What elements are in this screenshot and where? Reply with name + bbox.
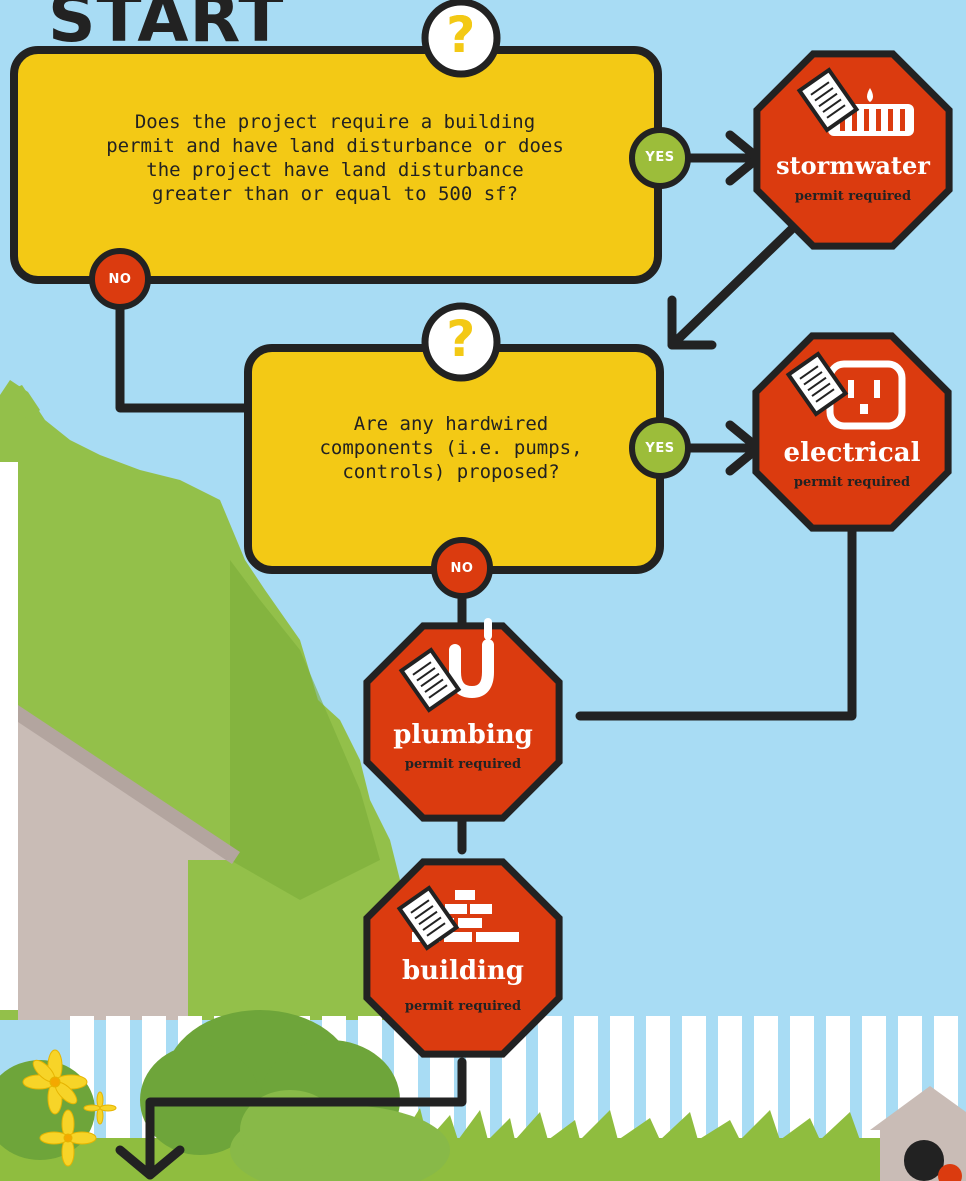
yes-label: YES xyxy=(645,150,675,165)
flow-lines xyxy=(115,130,857,1180)
tree-foliage-dark xyxy=(230,560,380,900)
no-badge-2 xyxy=(431,537,493,599)
building-title: building xyxy=(402,956,524,986)
document-icon xyxy=(796,67,860,133)
bush-light xyxy=(230,1090,450,1181)
question-1-text: Does the project require a building perm… xyxy=(106,111,564,206)
electrical-title: electrical xyxy=(783,438,921,468)
pipe-icon xyxy=(449,618,494,699)
dog-house xyxy=(870,1086,966,1181)
question-mark: ? xyxy=(446,6,476,64)
yes-label: YES xyxy=(645,441,675,456)
no-label: NO xyxy=(450,561,474,576)
document-icon xyxy=(396,885,460,951)
building-subtitle: permit required xyxy=(404,999,522,1014)
yes-badge-1 xyxy=(629,127,691,189)
electrical-subtitle: permit required xyxy=(793,475,911,490)
fence-picket xyxy=(574,1016,598,1146)
start-title: START xyxy=(48,0,285,57)
question-mark-icon xyxy=(421,302,501,382)
stormwater-subtitle: permit required xyxy=(794,189,912,204)
grass-ground xyxy=(0,1138,966,1181)
fence-picket xyxy=(106,1016,130,1146)
fence-picket xyxy=(610,1016,634,1146)
document-icon xyxy=(785,351,849,417)
grass-blades xyxy=(380,1108,860,1140)
no-badge-1 xyxy=(89,248,151,310)
left-panel xyxy=(0,462,18,1010)
document-icon xyxy=(398,647,462,713)
no-label: NO xyxy=(108,272,132,287)
plumbing-title: plumbing xyxy=(393,720,533,750)
stormwater-stop-sign xyxy=(753,50,953,250)
stormwater-title: stormwater xyxy=(776,151,930,180)
question-2-text: Are any hardwired components (i.e. pumps… xyxy=(319,413,583,484)
house xyxy=(18,705,240,1020)
yes-badge-2 xyxy=(629,417,691,479)
question-mark: ? xyxy=(446,310,476,368)
question-mark-icon xyxy=(421,0,501,78)
flowers xyxy=(22,1049,117,1167)
plumbing-subtitle: permit required xyxy=(404,757,522,772)
